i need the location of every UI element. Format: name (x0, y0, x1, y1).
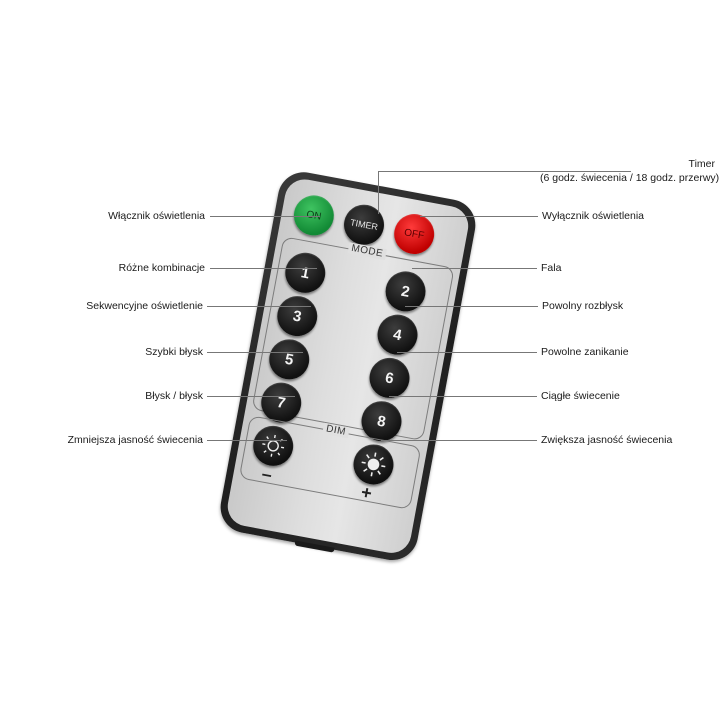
b8-label: Ciągłe świecenie (541, 390, 620, 402)
dim-plus-button[interactable] (350, 441, 397, 488)
b8-leader (389, 396, 537, 397)
dim-minus-leader (207, 440, 287, 441)
brightness-high-icon (361, 452, 386, 477)
dim-minus-label: Zmniejsza jasność świecenia (67, 434, 203, 446)
on-leader (210, 216, 320, 217)
brightness-low-icon (262, 434, 285, 457)
b6-leader (397, 352, 537, 353)
remote-face: ON TIMER OFF MODE 1 2 3 4 5 6 7 8 DIM (224, 176, 472, 557)
timer-label-line2: (6 godz. świecenia / 18 godz. przerwy) (540, 172, 720, 184)
b1-leader (210, 268, 317, 269)
off-leader (420, 216, 538, 217)
b6-label: Powolne zanikanie (541, 346, 629, 358)
timer-leader-v (378, 171, 379, 214)
b3-leader (207, 306, 311, 307)
b4-leader (405, 306, 538, 307)
remote-control: ON TIMER OFF MODE 1 2 3 4 5 6 7 8 DIM (216, 168, 480, 565)
b7-leader (207, 396, 295, 397)
b7-label: Błysk / błysk (145, 390, 203, 402)
b3-label: Sekwencyjne oświetlenie (86, 300, 203, 312)
b4-label: Powolny rozbłysk (542, 300, 624, 312)
on-label: Włącznik oświetlenia (108, 210, 205, 222)
b2-leader (412, 268, 537, 269)
timer-button[interactable]: TIMER (340, 201, 388, 249)
b5-leader (207, 352, 303, 353)
dim-plus-leader (381, 440, 537, 441)
timer-leader-h (378, 171, 631, 172)
b5-label: Szybki błysk (145, 346, 203, 358)
timer-label-line1: Timer (688, 158, 715, 170)
off-button[interactable]: OFF (390, 210, 438, 258)
off-label: Wyłącznik oświetlenia (542, 210, 645, 222)
b2-label: Fala (541, 262, 562, 274)
b1-label: Różne kombinacje (118, 262, 205, 274)
dim-plus-label: Zwiększa jasność świecenia (541, 434, 673, 446)
